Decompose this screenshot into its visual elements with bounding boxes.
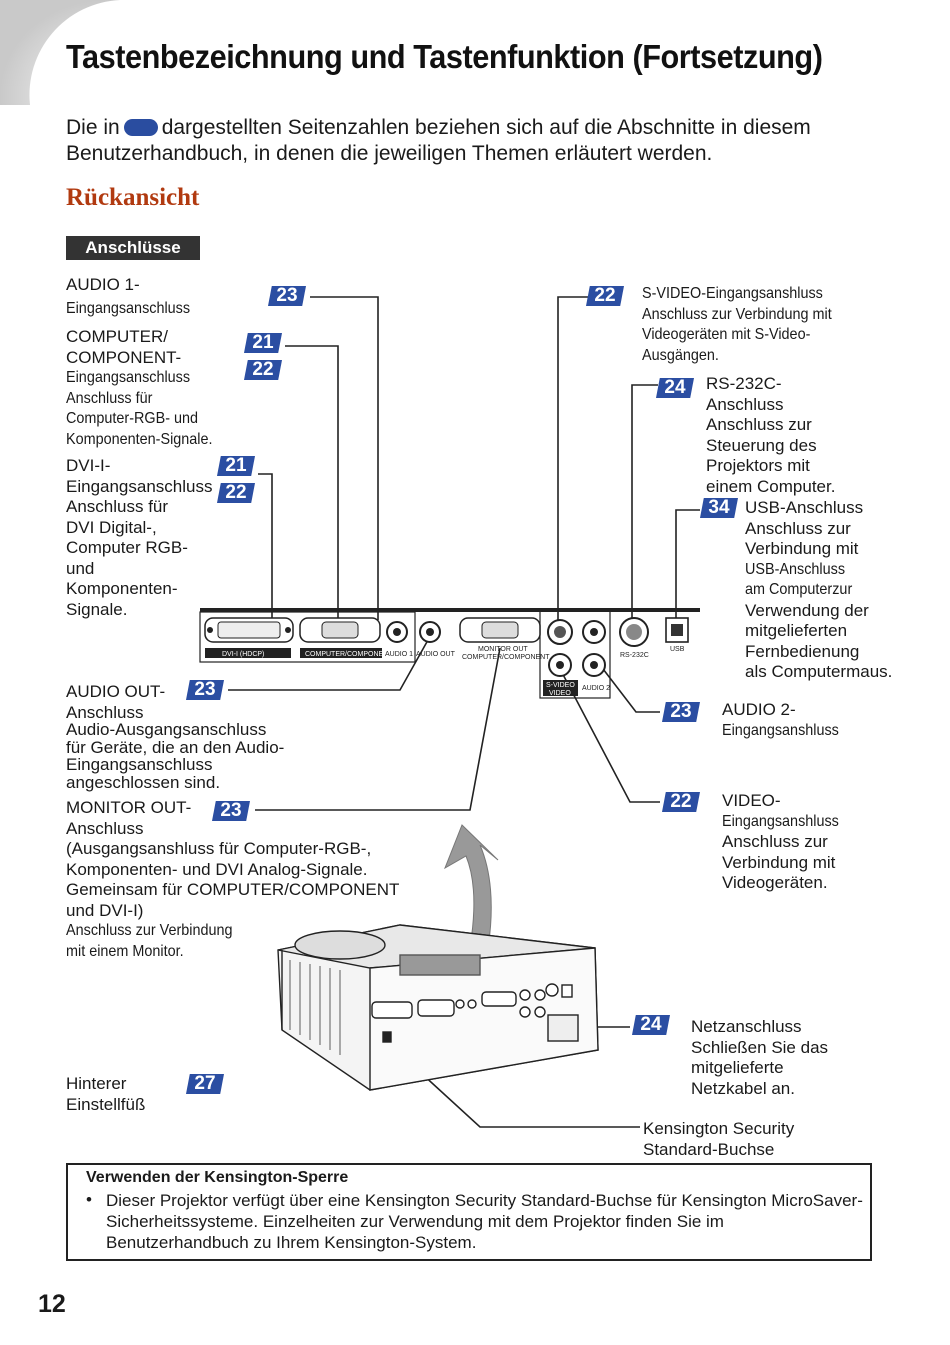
label-adjustment-foot: Hinterer Einstellfüß [66,1074,146,1114]
page-ref-pill-icon [123,119,158,136]
panel-strip [199,608,700,699]
label-kensington: Kensington Security Standard-Buchse [643,1119,795,1159]
badge-dvi-a: 21 [217,456,255,476]
label-computer-component: COMPUTER/ COMPONENT- Eingangsanschluss A… [66,327,213,448]
panel-label-dvi: DVI-I (HDCP) [222,651,264,658]
page-number: 12 [38,1290,66,1318]
kensington-note-box: Verwenden der Kensington-Sperre • Dieser… [66,1163,872,1261]
panel-label-usb: USB [670,646,685,653]
panel-label-monitor-out: MONITOR OUT [478,646,528,653]
label-usb: USB-Anschluss Anschluss zur Verbindung m… [745,498,893,681]
bullet-icon: • [86,1190,92,1209]
badge-dvi-b: 22 [217,483,255,503]
badge-monitor-out: 23 [212,801,250,821]
panel-label-svideo: S-VIDEO [546,682,575,689]
badge-power: 24 [632,1015,670,1035]
badge-computer-b: 22 [244,360,282,380]
subsection-tag: Anschlüsse [66,236,200,260]
badge-video: 22 [662,792,700,812]
badge-usb: 34 [700,498,738,518]
label-dvi: DVI-I- Eingangsanschluss Anschluss für D… [66,456,213,619]
badge-svideo: 22 [586,286,624,306]
panel-label-audio-out: AUDIO OUT [416,651,456,658]
badge-computer-a: 21 [244,333,282,353]
section-heading: Rückansicht [66,184,200,211]
panel-label-audio1: AUDIO 1 [385,651,413,658]
badge-rs232: 24 [656,378,694,398]
label-video: VIDEO- Eingangsanshluss Anschluss zur Ve… [722,791,839,892]
badge-audio2: 23 [662,702,700,722]
label-audio2: AUDIO 2- Eingangsanshluss [722,700,839,739]
panel-label-audio2: AUDIO 2 [582,685,610,692]
panel-label-video: VIDEO [549,690,571,697]
note-text: Dieser Projektor verfügt über eine Kensi… [106,1191,863,1252]
label-rs232: RS-232C- Anschluss Anschluss zur Steueru… [706,374,836,496]
page-title: Tastenbezeichnung und Tastenfunktion (Fo… [66,38,823,75]
panel-label-monitor-out-2: COMPUTER/COMPONENT [462,654,550,661]
intro-before: Die in [66,116,120,139]
projector-illustration [277,924,599,1091]
panel-label-computer: COMPUTER/COMPONENT [305,651,393,658]
badge-foot: 27 [186,1074,224,1094]
badge-audio-out: 23 [186,680,224,700]
label-audio1: AUDIO 1- Eingangsanschluss [66,275,191,317]
panel-label-rs232: RS-232C [620,652,649,659]
label-audio-out: AUDIO OUT- Anschluss Audio-Ausgangsansch… [66,682,285,792]
note-title: Verwenden der Kensington-Sperre [86,1169,349,1186]
label-svideo: S-VIDEO-Eingangsanshluss Anschluss zur V… [642,285,832,364]
label-power: Netzanschluss Schließen Sie das mitgelie… [691,1017,829,1098]
intro-after: dargestellten Seitenzahlen beziehen sich… [66,116,811,165]
label-monitor-out: MONITOR OUT- Anschluss (Ausgangsanshluss… [66,798,400,960]
badge-audio1: 23 [268,286,306,306]
corner-decoration [0,0,120,105]
